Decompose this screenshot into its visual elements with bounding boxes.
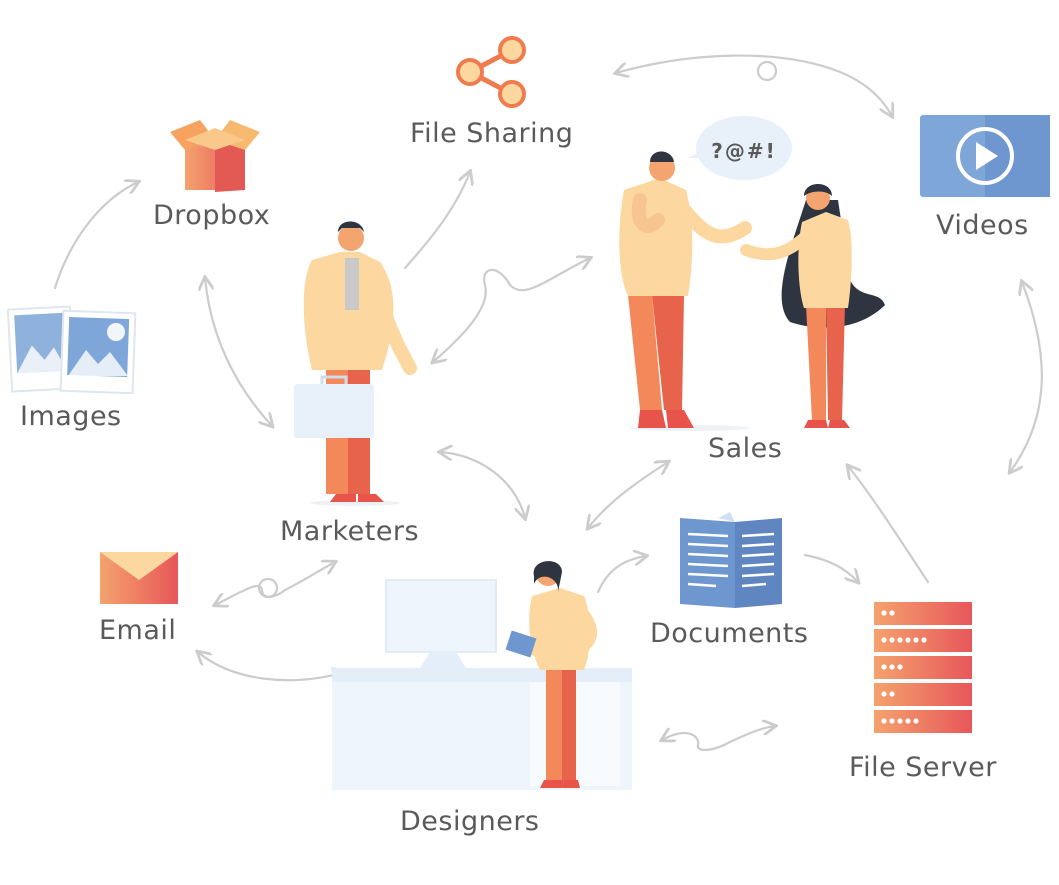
server-icon bbox=[874, 602, 972, 733]
arrow-images-dropbox bbox=[53, 182, 138, 290]
designer-figure bbox=[505, 561, 598, 788]
marketer-figure bbox=[294, 221, 417, 506]
salesman-figure bbox=[619, 151, 752, 431]
arrow-email-designers bbox=[198, 652, 345, 680]
arrow-fileserver-sales bbox=[848, 466, 930, 584]
node-label-videos: Videos bbox=[936, 210, 1029, 241]
arrow-dropbox-marketers bbox=[205, 278, 272, 426]
arrow-marketers-designers bbox=[440, 452, 525, 518]
arrow-filesharing-videos bbox=[616, 54, 892, 116]
play-video-icon bbox=[920, 115, 1050, 197]
loop-email-marketers bbox=[257, 577, 279, 599]
box-icon bbox=[170, 120, 260, 192]
share-icon bbox=[456, 36, 526, 108]
images-icon bbox=[6, 305, 137, 395]
saleswoman-figure bbox=[740, 184, 885, 428]
loop-filesharing-videos bbox=[756, 60, 778, 82]
node-label-file-server: File Server bbox=[849, 752, 997, 783]
documents-icon bbox=[680, 512, 782, 608]
node-label-documents: Documents bbox=[650, 618, 809, 649]
arrow-documents-fileserver bbox=[803, 553, 858, 582]
arrow-designers-fileserver bbox=[662, 726, 775, 751]
designer-desk bbox=[332, 579, 632, 790]
arrow-videos-fileserver bbox=[1010, 282, 1043, 472]
node-label-email: Email bbox=[99, 615, 177, 646]
connectors bbox=[53, 54, 1043, 751]
node-label-dropbox: Dropbox bbox=[153, 200, 271, 231]
arrow-designers-documents bbox=[596, 556, 646, 594]
arrow-designers-sales bbox=[588, 462, 668, 528]
node-label-marketers: Marketers bbox=[280, 516, 420, 547]
node-label-file-sharing: File Sharing bbox=[410, 118, 574, 149]
node-label-sales: Sales bbox=[708, 433, 783, 464]
envelope-icon bbox=[100, 552, 178, 604]
arrow-marketers-filesharing bbox=[403, 172, 470, 270]
node-label-images: Images bbox=[20, 401, 122, 432]
node-label-designers: Designers bbox=[400, 806, 540, 837]
speech-bubble: ?@#! bbox=[688, 116, 792, 180]
arrow-marketers-sales bbox=[433, 258, 590, 362]
speech-bubble-text: ?@#! bbox=[711, 139, 776, 163]
